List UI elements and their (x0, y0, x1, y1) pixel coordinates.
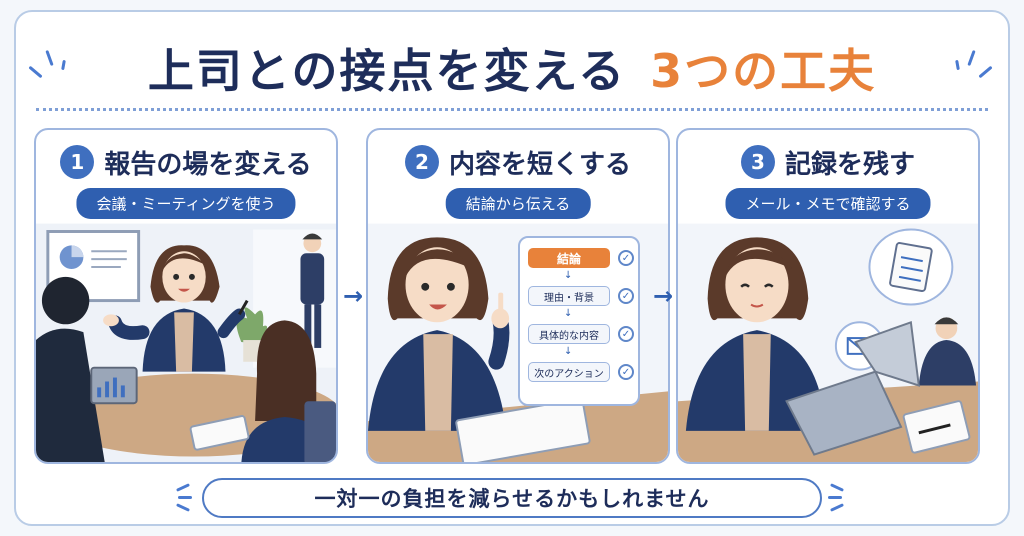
panel-shorten-content: 2 内容を短くする 結論から伝える 結論 ✓ ↓ 理由・背景 ✓ ↓ 具体的な内… (366, 128, 670, 464)
page-title: 上司との接点を変える (147, 44, 627, 98)
step-arrow-icon-2: → (653, 282, 674, 310)
flow-step-reason: 理由・背景 (528, 286, 610, 306)
laptop-woman-illustration (678, 223, 978, 462)
step-number-badge: 3 (740, 145, 775, 179)
panel-title: 報告の場を変える (104, 149, 312, 180)
step-number-badge: 2 (404, 145, 439, 179)
title-row: 上司との接点を変える 3つの工夫 (0, 36, 1024, 100)
meeting-illustration (36, 223, 336, 462)
arrow-down-icon: ↓ (564, 270, 573, 281)
check-icon: ✓ (618, 250, 634, 266)
arrow-down-icon: ↓ (564, 308, 573, 319)
panel-keep-record: 3 記録を残す メール・メモで確認する (676, 128, 980, 464)
panel-subtitle: メール・メモで確認する (725, 188, 931, 219)
check-icon: ✓ (618, 326, 634, 342)
panel-title: 内容を短くする (448, 149, 631, 180)
panel-subtitle: 会議・ミーティングを使う (76, 188, 296, 219)
flow-checklist: 結論 ✓ ↓ 理由・背景 ✓ ↓ 具体的な内容 ✓ ↓ 次のアクション ✓ (518, 236, 640, 406)
panel-header: 3 記録を残す (678, 144, 978, 180)
panel-header: 1 報告の場を変える (36, 144, 336, 180)
panel-header: 2 内容を短くする (368, 144, 668, 180)
check-icon: ✓ (618, 288, 634, 304)
page-title-accent: 3つの工夫 (650, 44, 877, 98)
flow-step-conclusion: 結論 (528, 248, 610, 268)
flow-step-details: 具体的な内容 (528, 324, 610, 344)
title-divider (36, 108, 988, 111)
arrow-down-icon: ↓ (564, 346, 573, 357)
bottom-message-banner: 一対一の負担を減らせるかもしれません (202, 478, 822, 518)
panel-report-place: 1 報告の場を変える 会議・ミーティングを使う (34, 128, 338, 464)
panel-title: 記録を残す (784, 149, 915, 180)
panel-subtitle: 結論から伝える (445, 188, 591, 219)
step-number-badge: 1 (60, 145, 95, 179)
step-arrow-icon-1: → (343, 282, 364, 310)
check-icon: ✓ (618, 364, 634, 380)
flow-step-next-action: 次のアクション (528, 362, 610, 382)
